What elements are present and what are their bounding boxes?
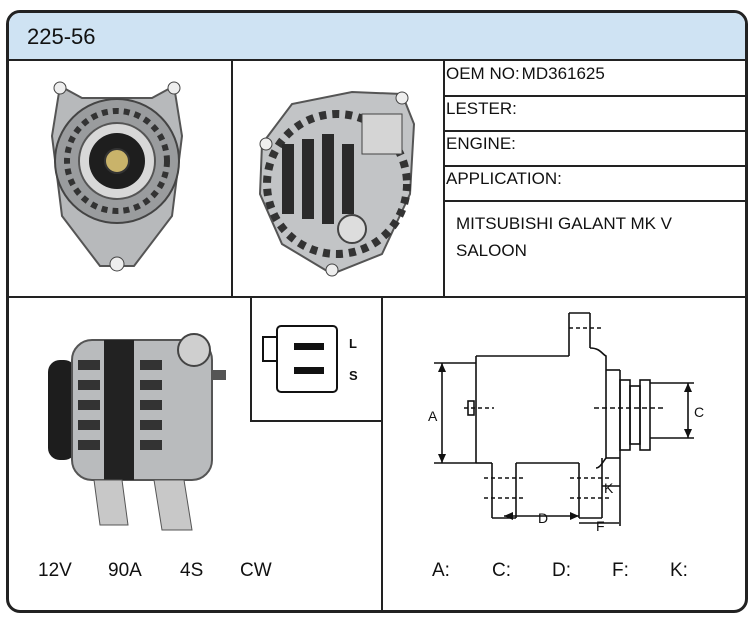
application-text: MITSUBISHI GALANT MK V SALOON xyxy=(456,210,726,264)
dimension-k: K: xyxy=(670,560,688,581)
lester-field: LESTER: xyxy=(446,99,519,119)
alternator-side-image xyxy=(48,333,226,531)
spec-amperage: 90A xyxy=(108,560,142,581)
grid-line-row4 xyxy=(443,200,745,202)
spec-pulley: 4S xyxy=(180,560,204,581)
drawing-label-d: D xyxy=(538,510,549,526)
drawing-label-c: C xyxy=(694,404,705,420)
grid-line-row3 xyxy=(443,165,745,167)
oem-label: OEM NO: xyxy=(446,64,520,83)
part-number: 225-56 xyxy=(27,24,96,49)
application-line-2: SALOON xyxy=(456,241,527,260)
dimension-d: D: xyxy=(552,560,571,581)
dimension-c: C: xyxy=(492,560,511,581)
engine-field: ENGINE: xyxy=(446,134,518,154)
alternator-rear-image xyxy=(258,90,416,277)
grid-line-middle xyxy=(9,296,745,298)
connector-box-left xyxy=(250,296,252,420)
application-label: APPLICATION: xyxy=(446,169,562,188)
connector-pin-s: S xyxy=(349,368,358,383)
drawing-label-k: K xyxy=(604,480,614,496)
grid-line-row1 xyxy=(443,95,745,97)
alternator-front-image xyxy=(50,81,184,272)
spec-voltage: 12V xyxy=(38,560,72,581)
spec-rotation: CW xyxy=(240,560,272,581)
dimension-drawing xyxy=(434,312,694,526)
grid-line-top-left xyxy=(231,59,233,296)
dimension-a: A: xyxy=(432,560,450,581)
engine-label: ENGINE: xyxy=(446,134,516,153)
grid-line-row2 xyxy=(443,130,745,132)
oem-field: OEM NO:MD361625 xyxy=(446,64,605,84)
oem-value: MD361625 xyxy=(521,64,605,83)
application-field: APPLICATION: xyxy=(446,169,564,189)
grid-line-top-right xyxy=(443,59,445,296)
lester-label: LESTER: xyxy=(446,99,517,118)
application-line-1: MITSUBISHI GALANT MK V xyxy=(456,214,673,233)
connector-pin-l: L xyxy=(349,336,357,351)
connector-box-bottom xyxy=(250,420,381,422)
drawing-label-a: A xyxy=(428,408,438,424)
connector-diagram xyxy=(262,325,338,393)
dimension-f: F: xyxy=(612,560,629,581)
grid-line-bottom-right xyxy=(381,296,383,610)
drawing-label-f: F xyxy=(596,518,605,534)
header-bar: 225-56 xyxy=(9,13,745,61)
